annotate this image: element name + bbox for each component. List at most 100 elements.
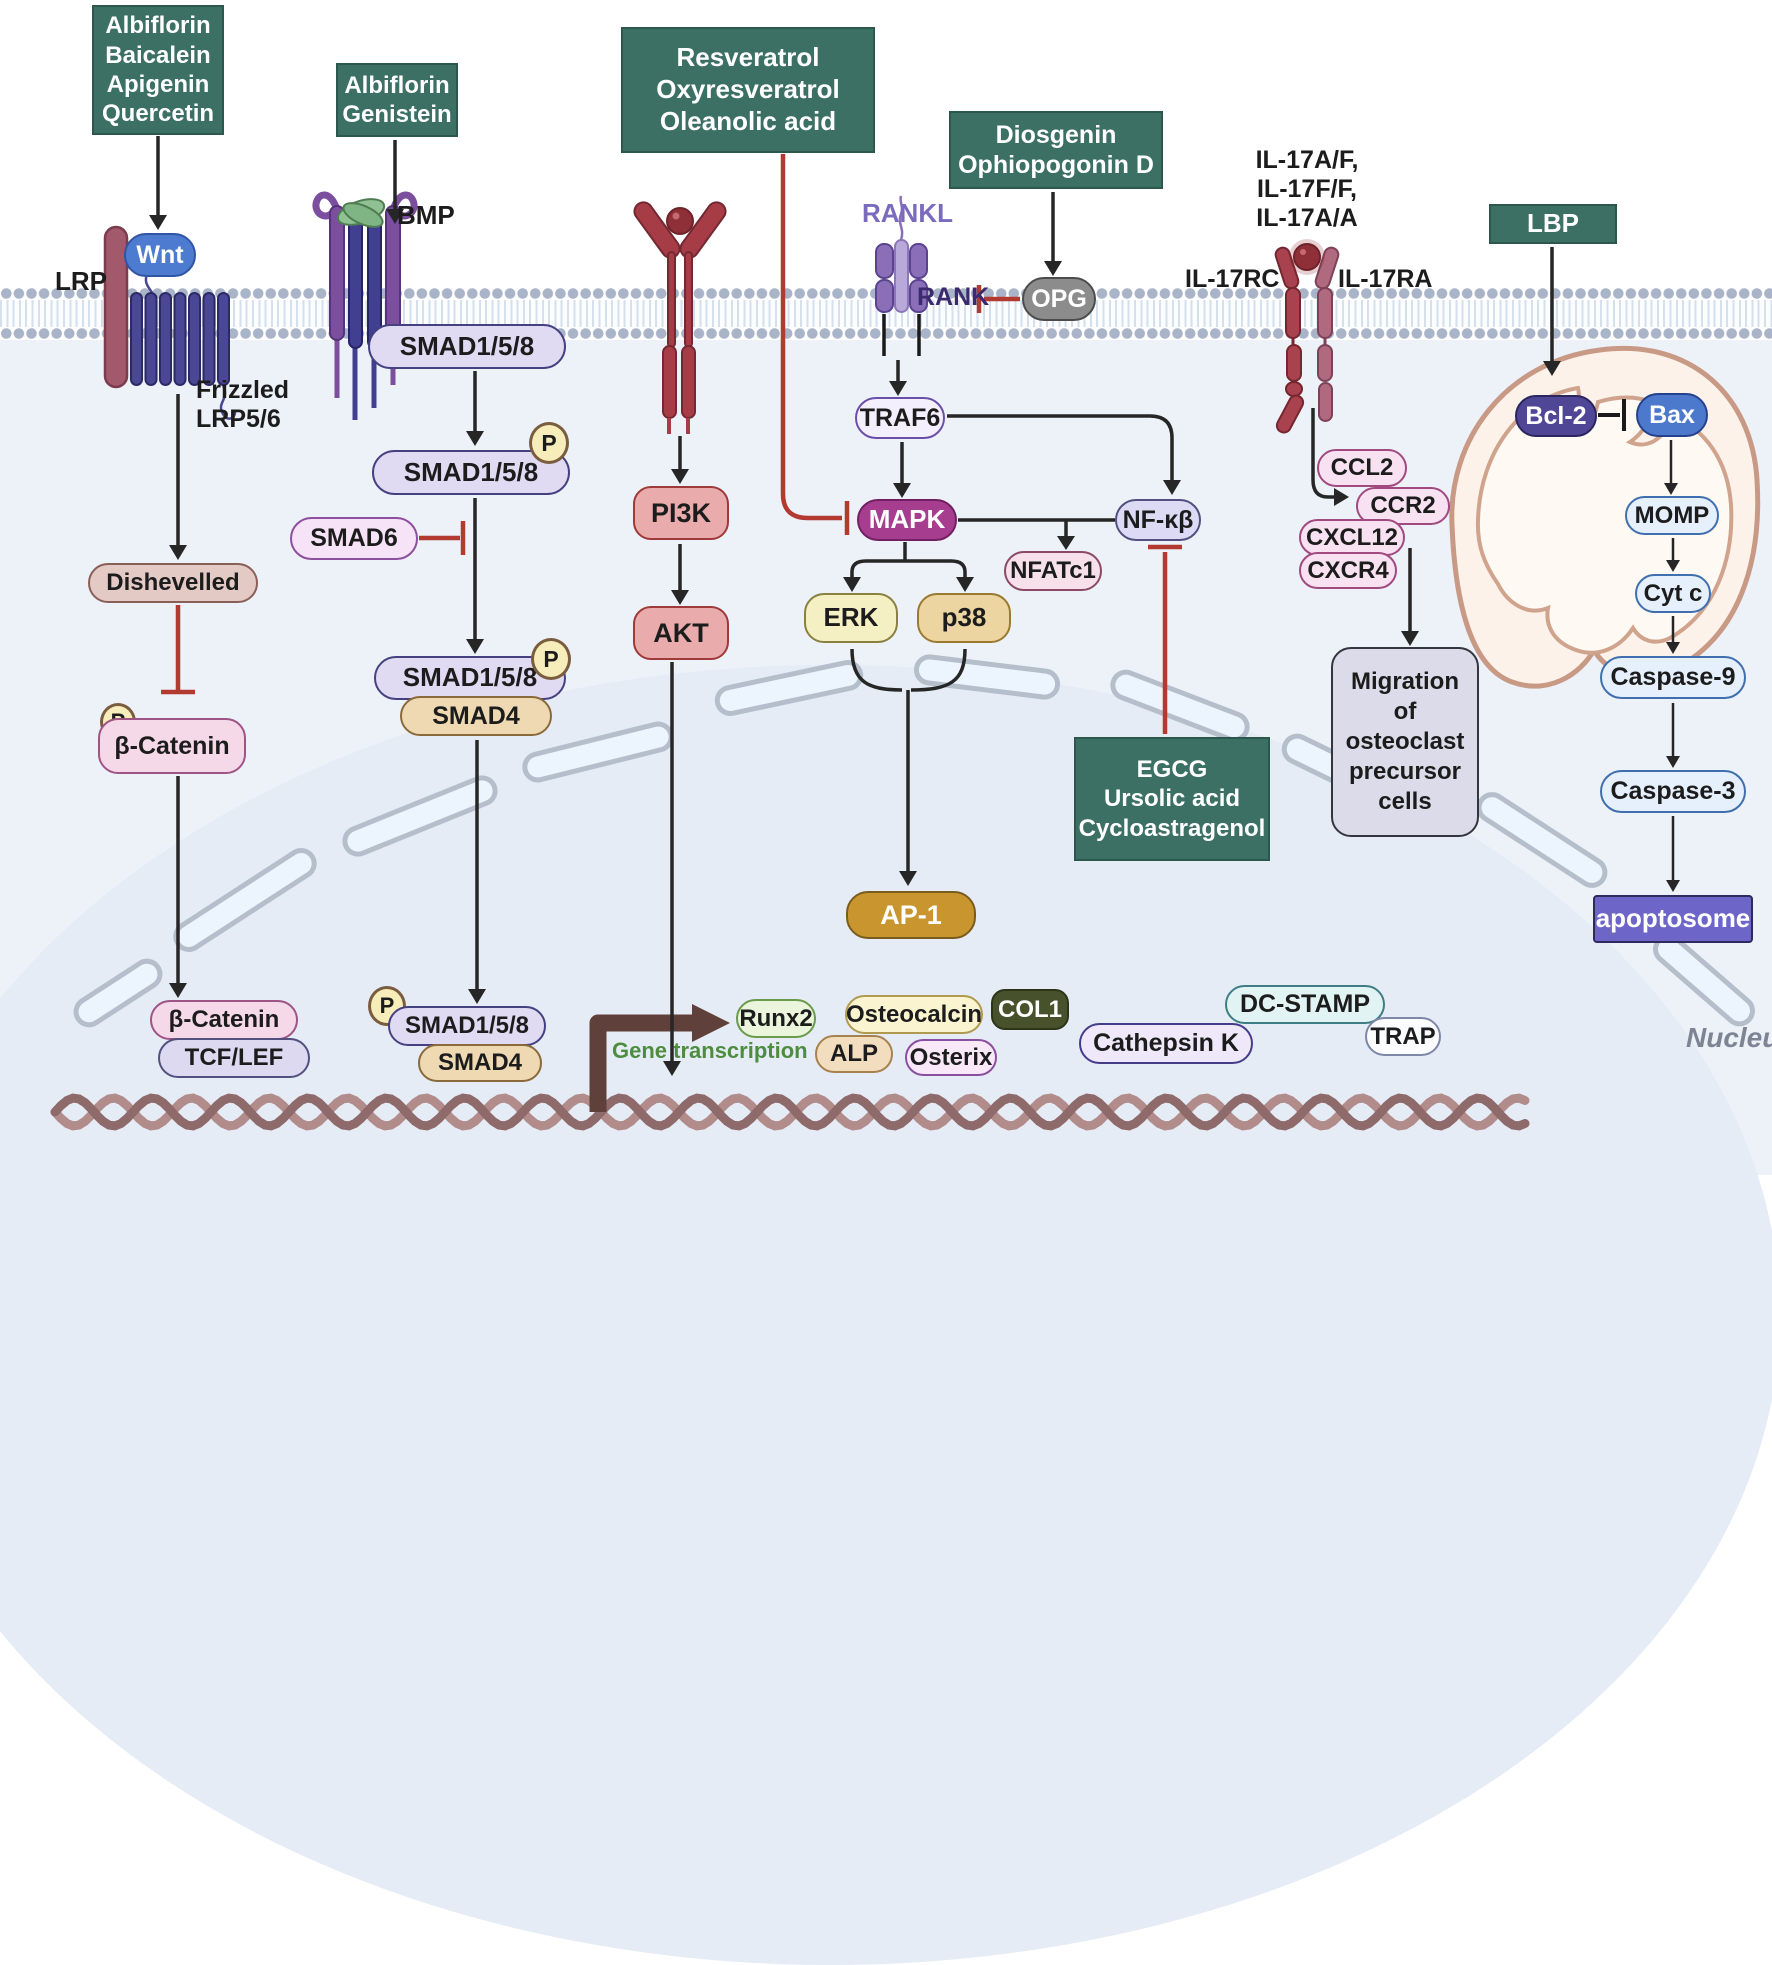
compound-box-wnt-activators: Albiflorin Baicalein Apigenin Quercetin <box>92 5 224 135</box>
signaling-pathway-figure: { "shared": { "phospho": "P" }, "compoun… <box>0 5 1772 1965</box>
node-runx2: Runx2 <box>736 999 816 1038</box>
activation-arrows <box>156 136 1554 1062</box>
migration-line: cells <box>1378 788 1432 815</box>
node-p38: p38 <box>917 593 1011 643</box>
label-bmp: BMP <box>397 200 455 230</box>
node-beta-catenin: β-Catenin <box>98 718 246 774</box>
node-osterix: Osterix <box>905 1039 997 1076</box>
compound-label: Baicalein <box>105 41 211 69</box>
node-apoptosome: apoptosome <box>1593 895 1753 943</box>
rankl-ligand-tail <box>898 195 904 241</box>
apoptosis-arrows <box>1669 440 1675 881</box>
node-dc-stamp: DC-STAMP <box>1225 985 1385 1024</box>
label-rankl: RANKL <box>862 198 953 228</box>
node-mapk: MAPK <box>857 499 957 541</box>
label-lrp: LRP <box>55 266 107 296</box>
nuclear-envelope-segment <box>173 848 317 952</box>
apoptosis-arrowheads <box>1664 483 1680 892</box>
compound-box-mapk-inhibitors: Resveratrol Oxyresveratrol Oleanolic aci… <box>621 27 875 153</box>
node-opg: OPG <box>1022 277 1096 321</box>
rank-receptor <box>875 195 928 356</box>
label-il17-ligand-line1: IL-17A/F, <box>1255 146 1359 174</box>
compound-label: Cycloastragenol <box>1078 814 1266 842</box>
bmp-receptor <box>312 191 418 420</box>
node-osteocalcin: Osteocalcin <box>845 995 983 1034</box>
il17-receptor <box>1274 239 1340 434</box>
inhibition-bcl2-bax <box>1598 399 1626 431</box>
label-rank: RANK <box>917 283 990 311</box>
growth-factor-receptor <box>633 201 727 434</box>
node-caspase3: Caspase-3 <box>1600 770 1746 813</box>
migration-line: of <box>1393 698 1417 725</box>
compound-label: Oxyresveratrol <box>656 74 840 105</box>
node-ap1: AP-1 <box>846 891 976 939</box>
compound-box-nfkb-inhibitors: EGCG Ursolic acid Cycloastragenol <box>1074 737 1270 861</box>
compound-label: Diosgenin <box>995 120 1117 149</box>
compound-label: Ophiopogonin D <box>958 151 1154 179</box>
node-smad158-nuclear: SMAD1/5/8 <box>388 1006 546 1046</box>
node-cxcr4: CXCR4 <box>1299 552 1397 589</box>
node-cathepsin-k: Cathepsin K <box>1079 1023 1253 1064</box>
node-smad4-nuclear: SMAD4 <box>418 1044 542 1082</box>
node-cxcl12: CXCL12 <box>1299 519 1405 556</box>
node-beta-catenin-nuclear: β-Catenin <box>150 1000 298 1040</box>
nuclear-envelope-segment <box>73 958 163 1028</box>
node-smad158: SMAD1/5/8 <box>368 324 566 369</box>
line-erk-merge <box>850 648 903 692</box>
gene-transcription-arrow <box>589 1004 730 1112</box>
label-gene-transcription: Gene transcription <box>612 1038 808 1063</box>
activation-arrowheads <box>149 209 1561 1076</box>
nuclear-envelope-segment <box>1476 792 1608 888</box>
compound-label: LBP <box>1527 208 1579 239</box>
node-dishevelled: Dishevelled <box>88 563 258 603</box>
node-momp: MOMP <box>1625 496 1719 535</box>
label-il17rc: IL-17RC <box>1185 265 1280 293</box>
node-akt: AKT <box>633 606 729 660</box>
inhibition-resveratrol-mapk <box>780 154 842 521</box>
lrp-receptor <box>103 225 129 389</box>
node-bcl2: Bcl-2 <box>1515 395 1597 437</box>
nuclear-envelope-segment <box>913 654 1061 700</box>
frizzled-receptor <box>130 271 237 420</box>
node-nfatc1: NFATc1 <box>1004 551 1102 591</box>
label-frizzled-line2: LRP5/6 <box>196 405 281 433</box>
label-frizzled-line1: Frizzled <box>196 376 290 404</box>
label-il17-ligands: IL-17A/F, IL-17F/F, IL-17A/A <box>1232 146 1382 233</box>
node-alp: ALP <box>815 1035 893 1073</box>
migration-line: precursor <box>1348 758 1462 785</box>
node-erk: ERK <box>804 593 898 643</box>
arrow-il17-to-chemokines <box>1311 408 1334 499</box>
node-wnt: Wnt <box>124 233 196 277</box>
line-p38-merge <box>910 648 967 692</box>
node-col1: COL1 <box>991 989 1069 1030</box>
dna-strand <box>50 1093 1530 1131</box>
phospho-badge: P <box>529 422 569 464</box>
dna-double-helix <box>50 1093 1530 1131</box>
node-bax: Bax <box>1636 393 1708 437</box>
migration-line: osteoclast <box>1345 728 1465 755</box>
label-nucleus: Nucleus <box>1686 1022 1772 1053</box>
node-ccl2: CCL2 <box>1317 449 1407 487</box>
compound-label: Resveratrol <box>676 42 820 73</box>
compound-label: Ursolic acid <box>1103 785 1241 813</box>
node-pi3k: PI3K <box>633 486 729 540</box>
label-il17-ligand-line2: IL-17F/F, <box>1256 175 1357 203</box>
node-cytc: Cyt c <box>1635 574 1711 613</box>
nuclear-envelope <box>73 654 1755 1028</box>
phospho-badge: P <box>531 638 571 680</box>
node-smad4-complex: SMAD4 <box>400 696 552 736</box>
label-frizzled: Frizzled LRP5/6 <box>196 376 289 434</box>
compound-label: Apigenin <box>106 71 210 98</box>
compound-label: Quercetin <box>101 100 215 128</box>
label-il17ra: IL-17RA <box>1338 265 1433 293</box>
arrow-traf6-to-nfkb <box>947 414 1174 481</box>
node-traf6: TRAF6 <box>855 397 945 439</box>
nuclear-envelope-segment <box>1653 933 1755 1027</box>
il17rc-chain <box>1274 246 1305 434</box>
compound-label: Albiflorin <box>105 12 211 40</box>
compound-label: EGCG <box>1136 756 1208 784</box>
compound-label: Albiflorin <box>344 71 450 99</box>
compound-box-opg-activators: Diosgenin Ophiopogonin D <box>949 111 1163 189</box>
il17-ligand <box>1293 243 1321 271</box>
arrow-mapk-to-erk <box>850 559 905 578</box>
